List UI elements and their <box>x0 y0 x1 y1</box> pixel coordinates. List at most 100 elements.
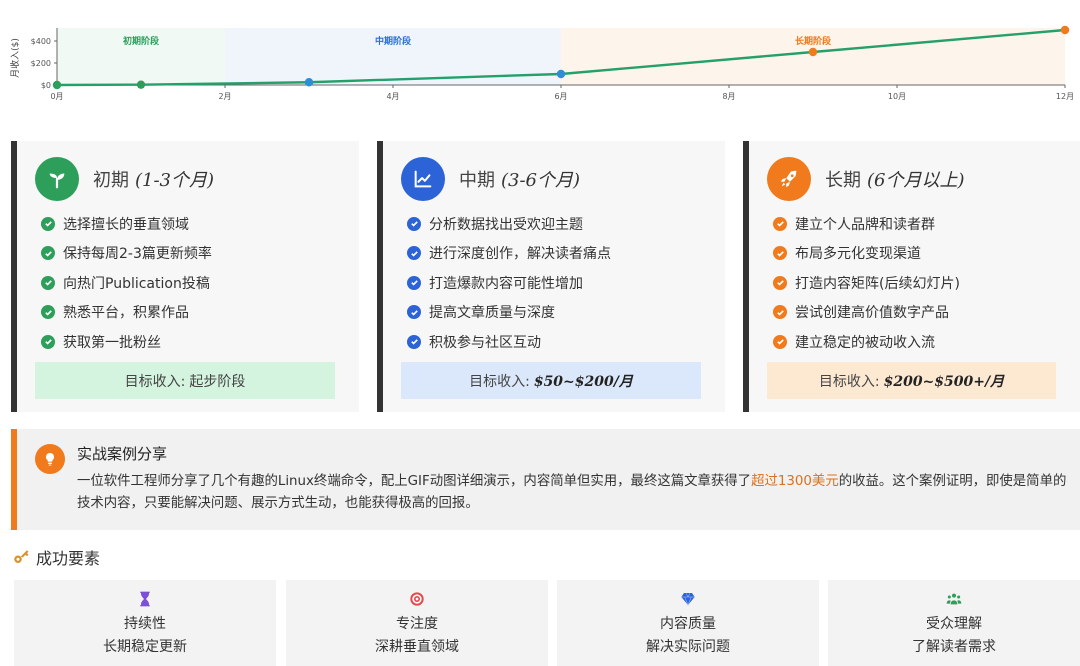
target-value: 起步阶段 <box>189 373 246 390</box>
case-text-after: 的收益。这个案例证明，即使是简单的技术内容，只要能解决问题、展示方式生动，也能获… <box>77 474 1067 511</box>
factor-subtitle: 解决实际问题 <box>646 639 730 655</box>
stage-icon-circle <box>35 157 79 201</box>
list-item-text: 进行深度创作，解决读者痛点 <box>429 246 611 263</box>
check-icon <box>41 334 55 349</box>
y-tick-label: $400 <box>31 37 51 46</box>
list-item: 获取第一批粉丝 <box>41 327 212 357</box>
list-item-text: 保持每周2-3篇更新频率 <box>63 246 212 263</box>
check-icon <box>41 305 55 320</box>
data-point <box>52 80 62 90</box>
list-item: 选择擅长的垂直领域 <box>41 209 212 239</box>
x-tick-label: 12月 <box>1056 92 1074 101</box>
case-study-title: 实战案例分享 <box>77 445 168 463</box>
check-icon <box>407 246 421 261</box>
stage-range: (6个月以上) <box>867 170 965 191</box>
check-icon <box>407 216 421 231</box>
phase-label: 中期阶段 <box>375 35 412 47</box>
stage-title-row: 初期 (1-3个月) <box>93 166 214 192</box>
list-item: 布局多元化变现渠道 <box>773 239 960 269</box>
list-item: 提高文章质量与深度 <box>407 298 611 328</box>
key-icon <box>14 550 29 563</box>
x-tick-label: 10月 <box>888 92 906 101</box>
stage-title-row: 长期 (6个月以上) <box>825 166 965 192</box>
check-icon <box>773 305 787 320</box>
list-item-text: 分析数据找出受欢迎主题 <box>429 216 583 233</box>
check-icon <box>773 246 787 261</box>
stage-card-middle: 中期 (3-6个月) 分析数据找出受欢迎主题 进行深度创作，解决读者痛点 打造爆… <box>377 141 725 412</box>
target-income: 目标收入: $200~$500+/月 <box>767 362 1056 399</box>
sprout-icon <box>49 173 65 189</box>
list-item-text: 积极参与社区互动 <box>429 334 541 351</box>
list-item-text: 获取第一批粉丝 <box>63 334 161 351</box>
target-value: $50~$200/月 <box>533 373 633 390</box>
list-item-text: 尝试创建高价值数字产品 <box>795 305 949 322</box>
list-item: 保持每周2-3篇更新频率 <box>41 239 212 269</box>
factor-title: 持续性 <box>124 616 166 632</box>
phase-band <box>57 28 225 85</box>
stage-header: 长期 (6个月以上) <box>767 157 965 201</box>
data-point <box>1060 25 1070 35</box>
stage-title: 长期 <box>825 170 861 191</box>
check-icon <box>41 216 55 231</box>
gem-icon <box>557 591 819 609</box>
list-item-text: 向热门Publication投稿 <box>63 275 210 292</box>
data-point <box>304 78 314 87</box>
factor-subtitle: 深耕垂直领域 <box>375 639 459 655</box>
list-item: 熟悉平台，积累作品 <box>41 298 212 328</box>
target-label: 目标收入: <box>469 373 530 390</box>
factor-title: 受众理解 <box>926 616 982 632</box>
stage-header: 中期 (3-6个月) <box>401 157 580 201</box>
check-icon <box>773 216 787 231</box>
success-factors-header: 成功要素 <box>12 545 100 569</box>
list-item: 建立稳定的被动收入流 <box>773 327 960 357</box>
stage-card-long: 长期 (6个月以上) 建立个人品牌和读者群 布局多元化变现渠道 打造内容矩阵(后… <box>743 141 1080 412</box>
list-item: 尝试创建高价值数字产品 <box>773 298 960 328</box>
factor-card: 持续性 长期稳定更新 <box>14 580 276 666</box>
check-icon <box>41 246 55 261</box>
stage-range: (1-3个月) <box>135 170 215 191</box>
data-point <box>556 69 566 79</box>
factor-card: 内容质量 解决实际问题 <box>557 580 819 666</box>
x-tick-label: 4月 <box>386 92 399 101</box>
y-axis-label: 月收入($) <box>9 38 21 78</box>
stage-task-list: 选择擅长的垂直领域 保持每周2-3篇更新频率 向热门Publication投稿 … <box>41 209 212 357</box>
target-income: 目标收入: $50~$200/月 <box>401 362 701 399</box>
check-icon <box>773 275 787 290</box>
case-study-box: 实战案例分享 一位软件工程师分享了几个有趣的Linux终端命令，配上GIF动图详… <box>11 429 1080 530</box>
stage-task-list: 分析数据找出受欢迎主题 进行深度创作，解决读者痛点 打造爆款内容可能性增加 提高… <box>407 209 611 357</box>
x-tick-label: 2月 <box>218 92 231 101</box>
check-icon <box>773 334 787 349</box>
stage-icon-circle <box>767 157 811 201</box>
x-tick-label: 6月 <box>554 92 567 101</box>
check-icon <box>407 334 421 349</box>
users-icon <box>828 591 1080 609</box>
y-tick-label: $0 <box>41 81 51 90</box>
factor-card: 专注度 深耕垂直领域 <box>286 580 548 666</box>
stage-icon-circle <box>401 157 445 201</box>
stage-card-early: 初期 (1-3个月) 选择擅长的垂直领域 保持每周2-3篇更新频率 向热门Pub… <box>11 141 359 412</box>
factor-subtitle: 长期稳定更新 <box>103 639 187 655</box>
target-income: 目标收入: 起步阶段 <box>35 362 335 399</box>
lightbulb-icon <box>35 444 65 474</box>
list-item-text: 建立稳定的被动收入流 <box>795 334 935 351</box>
target-icon <box>286 591 548 609</box>
stage-range: (3-6个月) <box>501 170 581 191</box>
list-item: 打造内容矩阵(后续幻灯片) <box>773 268 960 298</box>
data-point <box>136 80 146 89</box>
success-factors-title: 成功要素 <box>36 549 101 568</box>
list-item: 向热门Publication投稿 <box>41 268 212 298</box>
list-item: 进行深度创作，解决读者痛点 <box>407 239 611 269</box>
case-highlight: 超过1300美元 <box>751 474 839 489</box>
phase-label: 初期阶段 <box>123 35 160 47</box>
list-item-text: 布局多元化变现渠道 <box>795 246 921 263</box>
y-tick-label: $200 <box>31 59 51 68</box>
stage-header: 初期 (1-3个月) <box>35 157 214 201</box>
check-icon <box>407 275 421 290</box>
phase-label: 长期阶段 <box>795 35 832 47</box>
list-item-text: 打造爆款内容可能性增加 <box>429 275 583 292</box>
list-item: 建立个人品牌和读者群 <box>773 209 960 239</box>
x-tick-label: 8月 <box>722 92 735 101</box>
list-item: 分析数据找出受欢迎主题 <box>407 209 611 239</box>
